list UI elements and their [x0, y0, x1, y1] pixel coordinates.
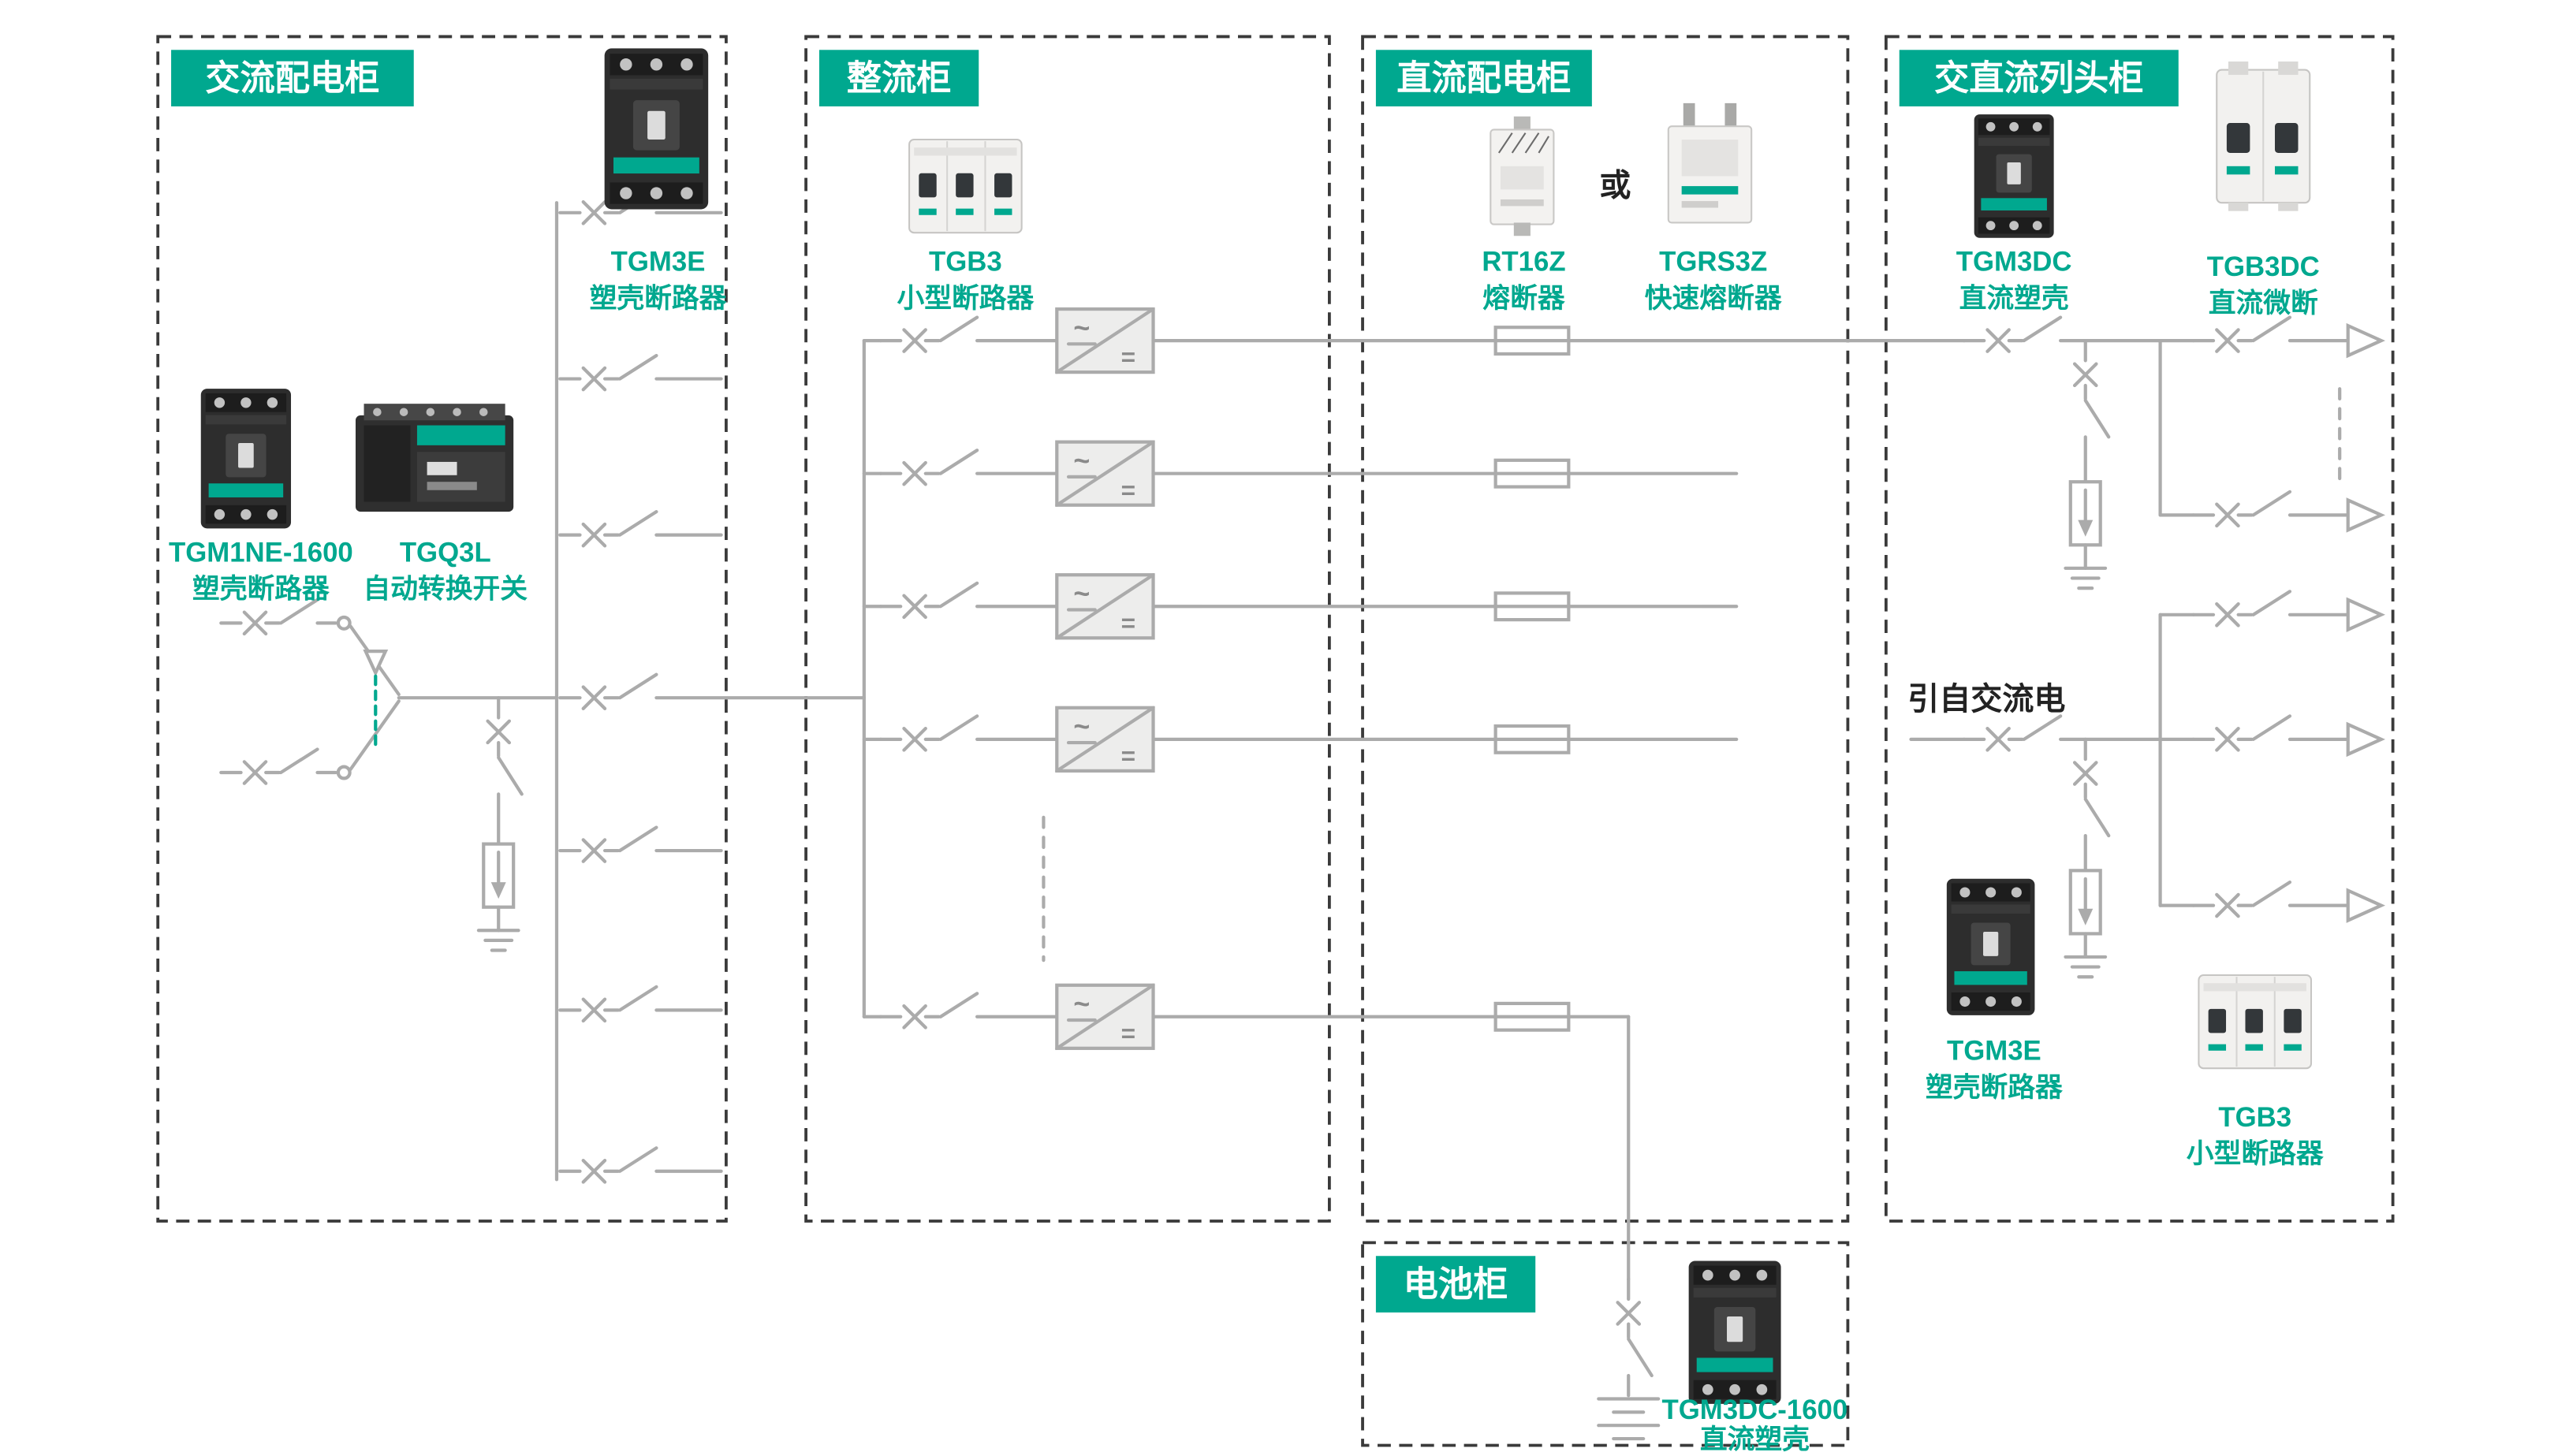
- rectifier-cabinet-wiring: [862, 309, 1154, 1048]
- tgm3e-ac-desc: 塑壳断路器: [590, 283, 727, 314]
- tgm3dc-product-image: [1974, 114, 2054, 238]
- tgm1ne-name: TGM1NE-1600: [169, 538, 353, 568]
- tgrs3z-name: TGRS3Z: [1659, 248, 1767, 277]
- tgm3e-rh-name: TGM3E: [1947, 1037, 2041, 1067]
- tgq3l-product-image: [355, 404, 514, 512]
- surge-arrester-symbol: [2071, 482, 2101, 545]
- ats-selector-arrow: [363, 650, 389, 677]
- rectifier-module-symbol: [1057, 442, 1153, 505]
- tgb3dc-desc: 直流微断: [2209, 288, 2318, 318]
- section-headers: 交流配电柜 整流柜 直流配电柜 交直流列头柜 电池柜: [171, 50, 2179, 1313]
- rectifier-cabinet-border: [804, 35, 1331, 1223]
- battery-cabinet-border: [1361, 1241, 1850, 1447]
- tgb3-rectifier-product-image: [908, 139, 1023, 234]
- section-title-rowhead: 交直流列头柜: [1934, 59, 2144, 98]
- tgm3e-rh-desc: 塑壳断路器: [1926, 1072, 2063, 1103]
- tgq3l-name: TGQ3L: [400, 538, 491, 568]
- fuse-symbol: [1496, 460, 1569, 487]
- tgm3dc1600-product-image: [1688, 1261, 1781, 1404]
- ac-cabinet-wiring: [221, 189, 866, 1182]
- tgm3dc1600-desc: 直流塑壳: [1700, 1424, 1810, 1452]
- header-ac-cabinet: 交流配电柜: [171, 50, 414, 106]
- tgm3e-rowhead-product-image: [1946, 878, 2035, 1015]
- fuse-symbol: [1496, 593, 1569, 620]
- header-rowhead-cabinet: 交直流列头柜: [1899, 50, 2179, 106]
- tgb3-rh-name: TGB3: [2218, 1103, 2291, 1133]
- tgm1ne-desc: 塑壳断路器: [192, 574, 330, 605]
- header-dc-cabinet: 直流配电柜: [1375, 50, 1592, 106]
- tgrs3z-desc: 快速熔断器: [1645, 283, 1782, 314]
- rowhead-cabinet-wiring: [1909, 318, 2381, 977]
- tgb3dc-product-image: [2216, 60, 2311, 212]
- section-title-rectifier: 整流柜: [847, 59, 952, 98]
- rectifier-module-symbol: [1057, 309, 1153, 372]
- tgb3dc-name: TGB3DC: [2207, 252, 2320, 282]
- fuse-symbol: [1496, 1004, 1569, 1030]
- tgm3dc-desc: 直流塑壳: [1959, 283, 2069, 314]
- rectifier-module-symbol: [1057, 985, 1153, 1048]
- tgm3e-ac-product-image: [604, 48, 709, 210]
- rowhead-cabinet-border: [1884, 35, 2395, 1223]
- rt16z-desc: 熔断器: [1482, 283, 1565, 314]
- tgb3-rect-desc: 小型断路器: [897, 283, 1034, 314]
- fuse-symbol: [1496, 726, 1569, 753]
- tgq3l-desc: 自动转换开关: [363, 574, 528, 605]
- dc-cabinet-border: [1361, 35, 1850, 1223]
- or-label: 或: [1599, 169, 1631, 203]
- annotations: 或 引自交流电: [1599, 169, 2065, 717]
- fuse-symbol: [1496, 327, 1569, 354]
- ats-contact: [336, 765, 352, 780]
- tgm3e-ac-name: TGM3E: [611, 248, 706, 277]
- ac-source-label: 引自交流电: [1907, 682, 2065, 717]
- section-borders: [156, 35, 2395, 1447]
- product-labels: TGM3E 塑壳断路器 TGM1NE-1600 塑壳断路器 TGQ3L 自动转换…: [169, 248, 2324, 1455]
- surge-arrester-symbol: [2071, 870, 2101, 933]
- tgm1ne-product-image: [200, 389, 292, 529]
- section-title-dc: 直流配电柜: [1396, 59, 1571, 98]
- section-title-battery: 电池柜: [1404, 1265, 1508, 1304]
- header-rectifier-cabinet: 整流柜: [818, 50, 979, 106]
- tgb3-rowhead-product-image: [2198, 974, 2313, 1070]
- rectifier-module-symbol: [1057, 575, 1153, 638]
- rt16z-name: RT16Z: [1482, 248, 1565, 277]
- surge-arrester-symbol: [483, 844, 513, 907]
- tgb3-rh-desc: 小型断路器: [2187, 1138, 2324, 1169]
- tgb3-rect-name: TGB3: [929, 248, 1002, 277]
- header-battery-cabinet: 电池柜: [1375, 1256, 1536, 1313]
- tgm3dc1600-name: TGM3DC-1600: [1662, 1395, 1848, 1425]
- section-title-ac: 交流配电柜: [205, 59, 379, 98]
- ac-cabinet-border: [156, 35, 728, 1223]
- rt16z-product-image: [1490, 116, 1555, 236]
- battery-cabinet-wiring: [1598, 1279, 1658, 1439]
- rectifier-module-symbol: [1057, 708, 1153, 771]
- dc-cabinet-wiring: [1151, 327, 1967, 1281]
- ats-contact: [336, 615, 352, 631]
- tgm3dc-name: TGM3DC: [1956, 248, 2072, 277]
